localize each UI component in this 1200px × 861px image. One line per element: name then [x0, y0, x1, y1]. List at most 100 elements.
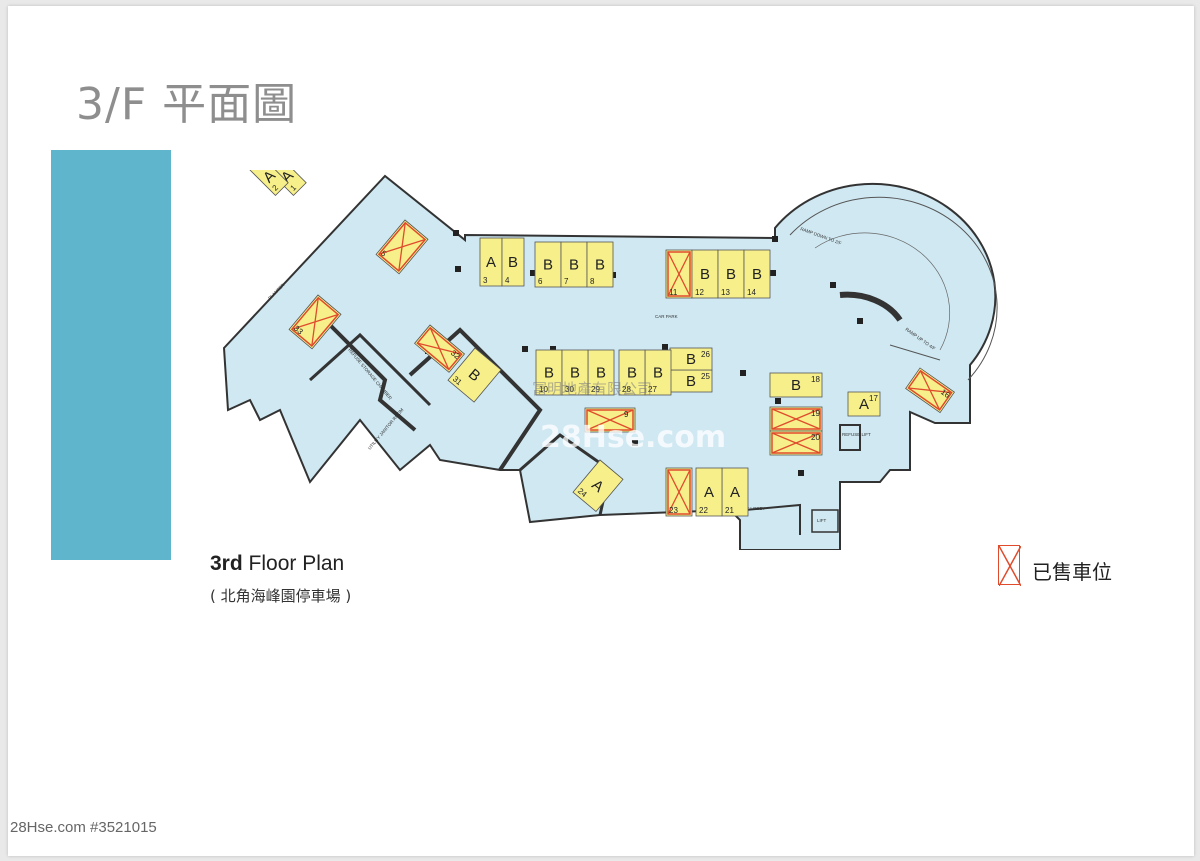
lift-label: LIFT: [817, 518, 827, 523]
sold-mark: [667, 469, 691, 515]
space-number-label: 27: [648, 385, 657, 394]
space-type-label: A: [730, 484, 740, 501]
space-number-label: 8: [590, 277, 595, 286]
space-type-label: B: [791, 377, 801, 394]
parking-space-14: B 14: [743, 249, 771, 299]
space-number-label: 2: [271, 183, 281, 193]
space-number-label: 19: [811, 409, 820, 418]
space-number-label: 23: [669, 506, 678, 515]
sold-mark: [667, 251, 691, 297]
parking-space-12: B 12: [691, 249, 719, 299]
space-type-label: B: [569, 257, 579, 274]
watermark-company: 冨明地產有限公司: [532, 380, 653, 398]
parking-space-30: B 30: [561, 349, 589, 396]
space-type-label: A: [859, 396, 869, 413]
space-number-label: 18: [811, 375, 820, 384]
parking-space-18: B 18: [769, 372, 823, 398]
parking-space-19: 19: [769, 406, 823, 432]
space-number-label: 20: [811, 433, 820, 442]
parking-space-33: 33: [288, 294, 342, 350]
refuse-lift-label: REFUSE LIFT: [842, 432, 871, 437]
space-type-label: B: [627, 365, 637, 382]
space-number-label: 10: [539, 385, 548, 394]
space-type-label: B: [570, 365, 580, 382]
parking-space-23: 23: [665, 467, 693, 517]
space-type-label: B: [508, 254, 518, 271]
parking-space-29: B 29: [587, 349, 615, 396]
plan-caption: 3rd Floor Plan: [210, 552, 344, 576]
space-number-label: 7: [564, 277, 569, 286]
space-number-label: 30: [565, 385, 574, 394]
sold-legend-label: 已售車位: [1032, 560, 1112, 584]
plan-subcaption: ( 北角海峰園停車場 ): [210, 587, 352, 605]
caption-bold: 3rd: [210, 552, 243, 575]
parking-space-22: A 22: [695, 467, 723, 517]
sold-mark: [771, 432, 821, 454]
space-number-label: 11: [669, 288, 678, 297]
space-number-label: 4: [505, 276, 510, 285]
sold-mark: [771, 408, 821, 430]
space-type-label: B: [726, 266, 736, 283]
parking-space-25: B 25: [669, 369, 713, 393]
space-type-label: B: [686, 373, 696, 390]
space-number-label: 6: [538, 277, 543, 286]
parking-space-27: B 27: [644, 349, 672, 396]
caption-rest: Floor Plan: [242, 552, 345, 575]
parking-space-16: 16: [905, 367, 955, 414]
sold-mark: [586, 409, 634, 431]
space-type-label: B: [544, 365, 554, 382]
sold-mark: [907, 369, 953, 411]
parking-space-5: 5: [375, 219, 429, 275]
parking-space-32: 32: [414, 324, 466, 373]
parking-space-26: B 26: [669, 347, 713, 371]
space-type-label: B: [686, 351, 696, 368]
parking-space-3: A3: [479, 237, 503, 287]
parking-space-8: B8: [586, 241, 614, 288]
space-type-label: B: [596, 365, 606, 382]
space-number-label: 26: [701, 350, 710, 359]
parking-space-4: B4: [501, 237, 525, 287]
sold-mark: [377, 221, 427, 272]
space-number-label: 14: [747, 288, 756, 297]
space-number-label: 29: [591, 385, 600, 394]
parking-space-24: A24: [572, 459, 624, 513]
parking-space-13: B 13: [717, 249, 745, 299]
space-type-label: A: [704, 484, 714, 501]
parking-space-28: B 28: [618, 349, 646, 396]
page-title: 3/F 平面圖: [76, 79, 298, 130]
parking-space-21: A21: [721, 467, 749, 517]
parking-space-10: B 10: [535, 349, 563, 396]
sold-mark: [290, 296, 340, 347]
space-number-label: 17: [869, 394, 878, 403]
space-number-label: 13: [721, 288, 730, 297]
car-park-label: CAR PARK: [655, 314, 678, 319]
space-number-label: 5: [379, 249, 389, 259]
space-number-label: 12: [695, 288, 704, 297]
space-number-label: 22: [699, 506, 708, 515]
floor-plan: CAR PARK LIFT LOBBY LIFT REFUSE LIFT RAM…: [200, 156, 1000, 551]
space-number-label: 25: [701, 372, 710, 381]
space-type-label: B: [700, 266, 710, 283]
accent-bar: [51, 150, 171, 560]
parking-space-9: 9: [584, 407, 636, 433]
parking-space-11: 11: [665, 249, 693, 299]
sold-mark: [416, 326, 463, 371]
parking-space-20: 20: [769, 430, 823, 456]
space-type-label: B: [543, 257, 553, 274]
watermark-site: 28Hse.com: [540, 420, 727, 455]
parking-space-31: B31: [447, 347, 502, 403]
sold-legend-icon: [998, 545, 1022, 587]
parking-space-7: B7: [560, 241, 588, 288]
space-type-label: B: [653, 365, 663, 382]
space-type-label: B: [752, 266, 762, 283]
lift-lobby-label: LIFT LOBBY: [740, 506, 765, 511]
space-number-label: 28: [622, 385, 631, 394]
space-number-label: 9: [624, 410, 629, 419]
space-type-label: A: [486, 254, 496, 271]
space-number-label: 1: [289, 183, 299, 193]
parking-space-6: B6: [534, 241, 562, 288]
space-type-label: B: [595, 257, 605, 274]
space-number-label: 3: [483, 276, 488, 285]
